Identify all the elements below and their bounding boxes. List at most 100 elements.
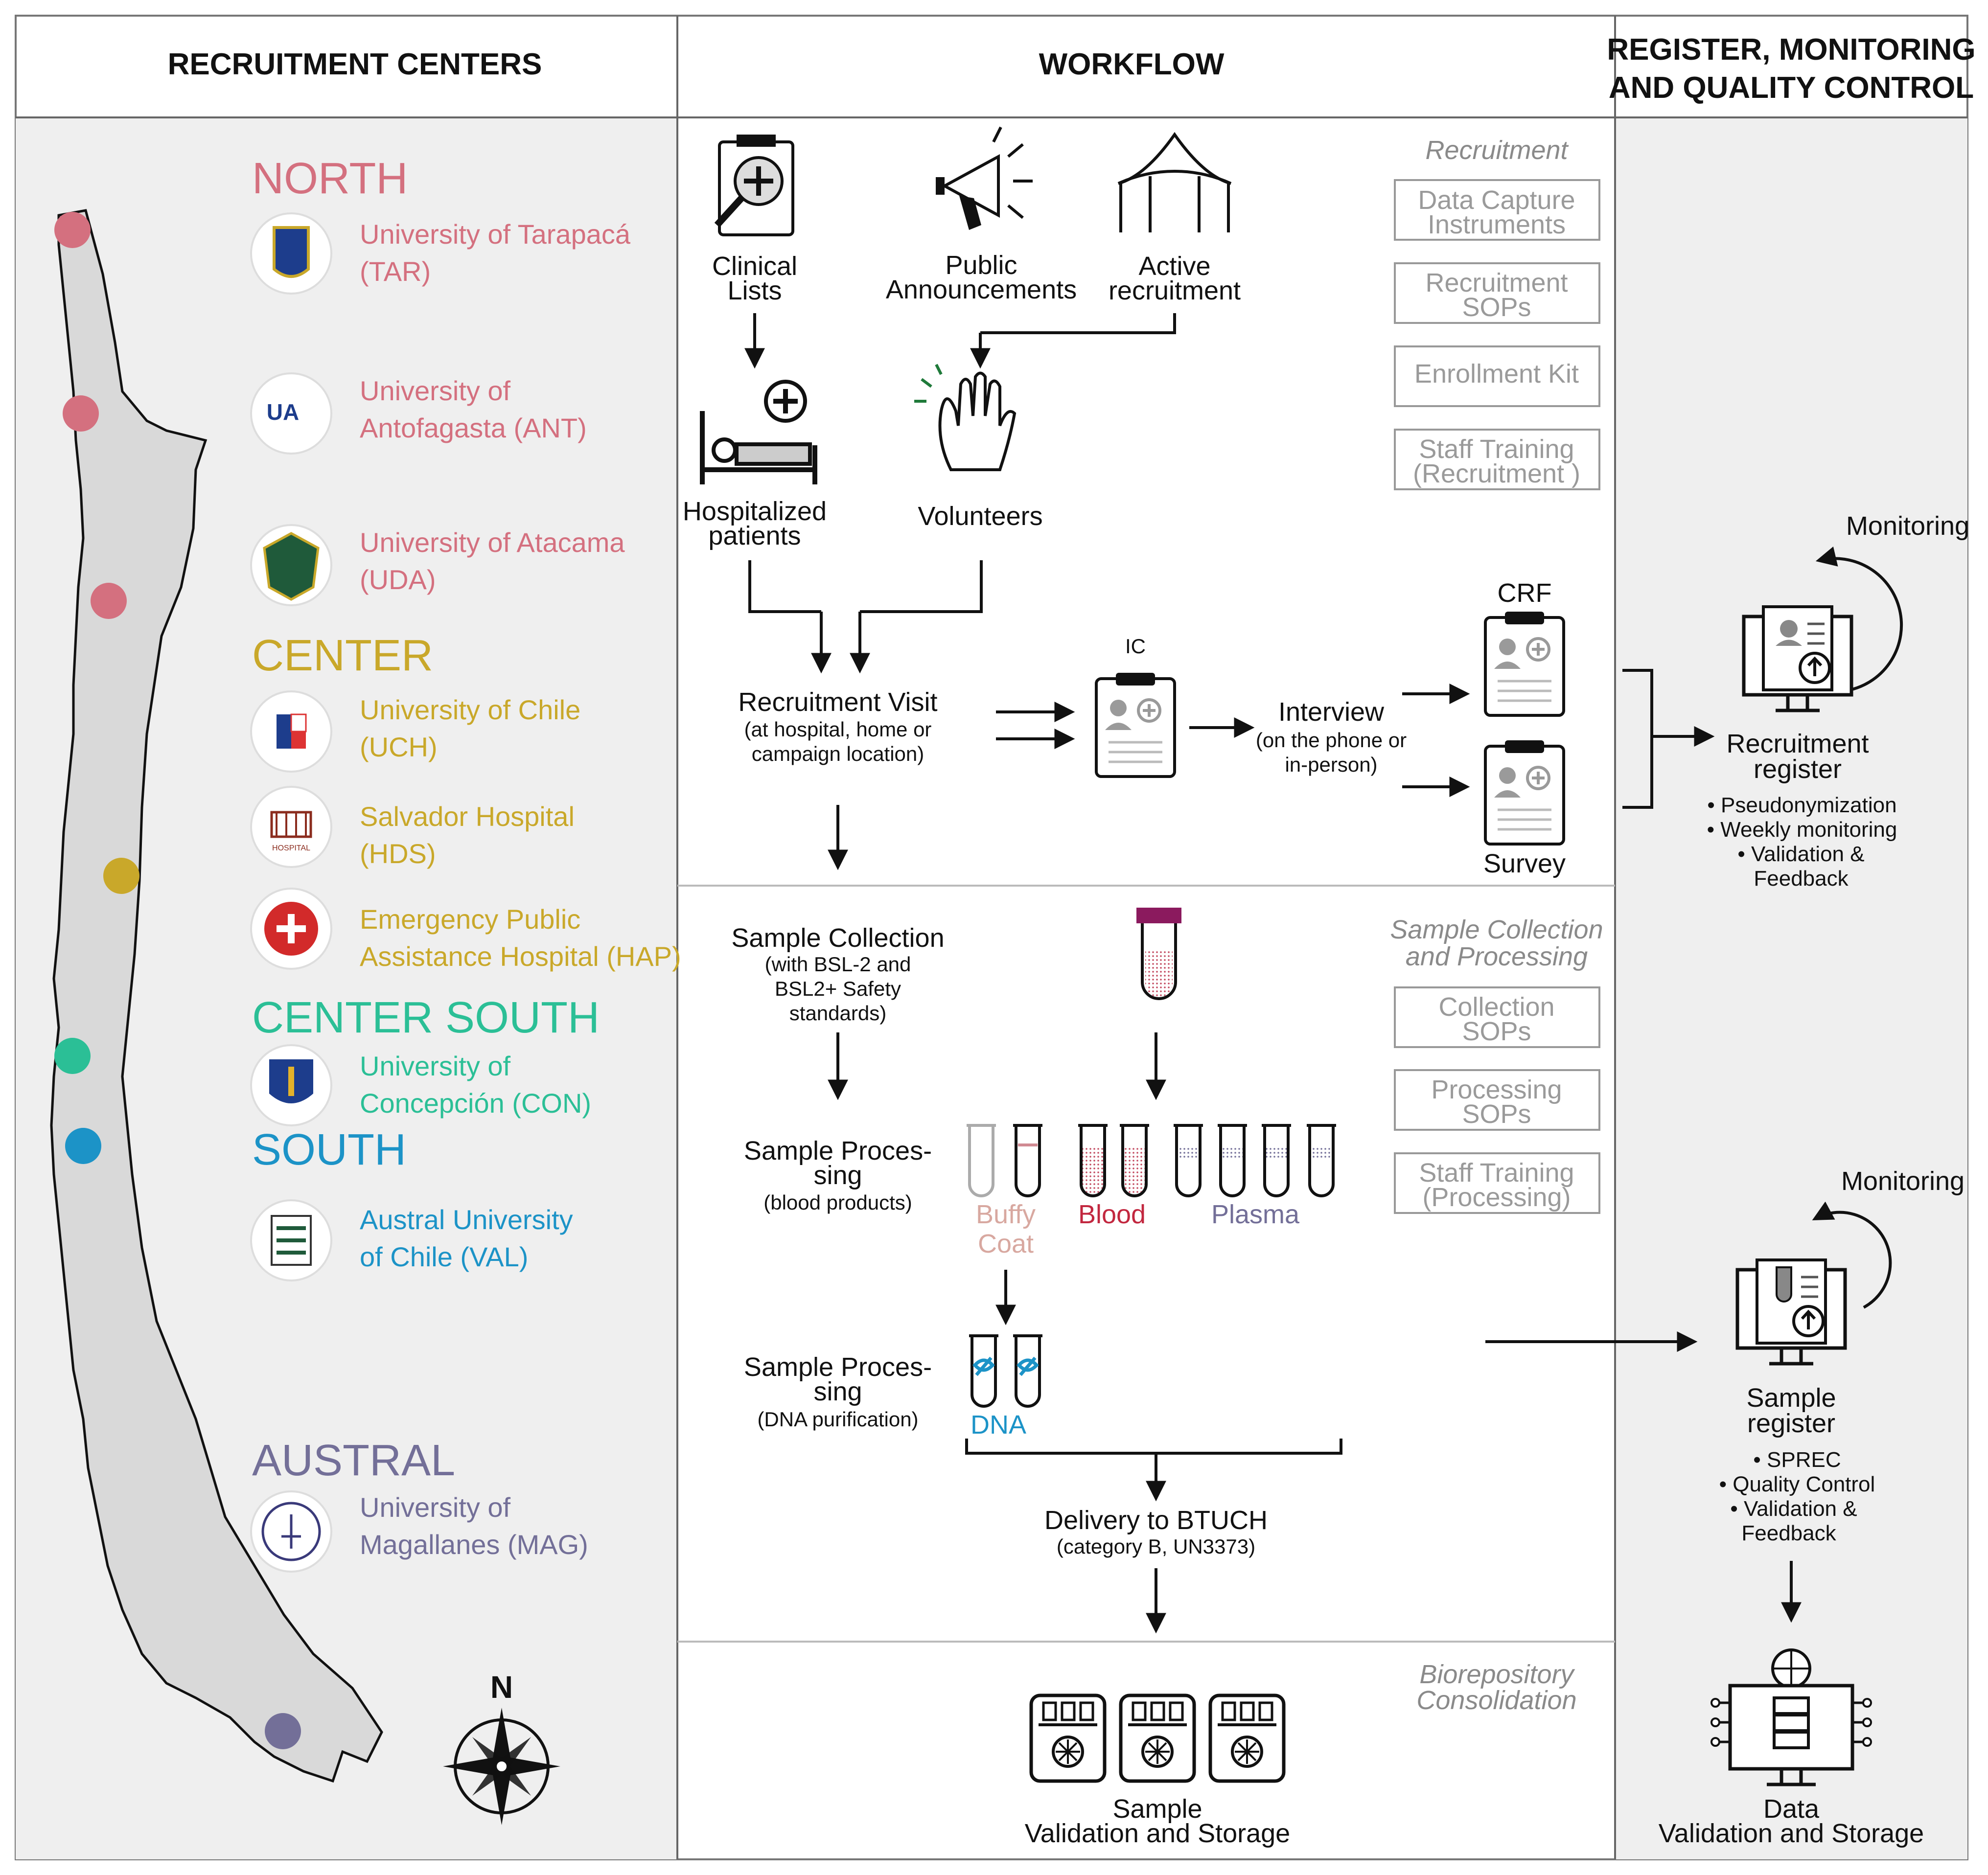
chile-map — [50, 209, 383, 1783]
header-recruitment-centers: RECRUITMENT CENTERS — [168, 47, 542, 81]
sample-register-monitor-icon — [1735, 1258, 1847, 1366]
logo-mag — [250, 1490, 332, 1573]
svg-text:Staff Training: Staff Training — [1419, 434, 1574, 464]
dna-label: DNA — [971, 1410, 1026, 1440]
section-collection-line1: Sample Collection — [1390, 915, 1603, 944]
svg-text:(Recruitment ): (Recruitment ) — [1413, 459, 1580, 488]
svg-text:SOPs: SOPs — [1462, 1099, 1531, 1129]
processing-blood-line1: Sample Proces- — [744, 1136, 932, 1166]
map-marker-uda — [91, 583, 127, 619]
section-recruitment: Recruitment — [1425, 136, 1569, 165]
svg-text:Recruitment: Recruitment — [1425, 268, 1568, 297]
center-hap-line1: Emergency Public — [360, 904, 580, 935]
sample-storage-line1: Sample — [1112, 1794, 1202, 1824]
section-biorepo-line1: Biorepository — [1419, 1660, 1575, 1689]
compass-north-letter: N — [490, 1669, 513, 1705]
sample-collection-sub2: BSL2+ Safety — [775, 977, 901, 1000]
section-collection-line2: and Processing — [1406, 942, 1588, 971]
map-marker-mag — [265, 1713, 301, 1749]
hospitalized-line1: Hospitalized — [683, 497, 827, 526]
clinical-lists-icon — [714, 135, 794, 236]
svg-text:SOPs: SOPs — [1462, 293, 1531, 322]
hospitalized-line2: patients — [708, 521, 801, 550]
delivery-sub: (category B, UN3373) — [1057, 1535, 1255, 1558]
center-hds-line2: (HDS) — [360, 838, 436, 869]
interview-sub1: (on the phone or — [1256, 729, 1407, 752]
active-recruitment-line2: recruitment — [1109, 276, 1241, 305]
survey-label: Survey — [1483, 849, 1566, 878]
logo-ant-text: UA — [267, 399, 299, 425]
center-tar-line2: (TAR) — [360, 256, 431, 287]
hospital-bed-icon — [700, 380, 817, 484]
sop-processing: Processing SOPs — [1394, 1069, 1600, 1131]
delivery-title: Delivery to BTUCH — [1044, 1506, 1268, 1535]
sample-register-line2: register — [1747, 1409, 1835, 1438]
sample-bullet-3: • Validation & — [1730, 1497, 1857, 1521]
region-south: SOUTH — [252, 1125, 406, 1174]
processing-dna-line1: Sample Proces- — [744, 1352, 932, 1382]
logo-uda — [250, 524, 332, 606]
center-ant-line1: University of — [360, 375, 511, 406]
map-marker-val — [65, 1128, 101, 1164]
center-uda-line1: University of Atacama — [360, 527, 625, 558]
recruitment-register-line2: register — [1754, 755, 1842, 784]
recruitment-bullet-1: • Pseudonymization — [1707, 793, 1896, 817]
center-val-line1: Austral University — [360, 1204, 573, 1235]
interview-title: Interview — [1278, 697, 1385, 727]
sample-bullet-2: • Quality Control — [1719, 1472, 1875, 1496]
svg-text:Instruments: Instruments — [1428, 210, 1566, 239]
center-mag-line2: Magallanes (MAG) — [360, 1529, 588, 1560]
sop-data-capture: Data Capture Instruments — [1394, 179, 1600, 241]
clinical-lists-line1: Clinical — [712, 252, 797, 281]
header-register-line1: REGISTER, MONITORING — [1607, 33, 1975, 67]
processing-dna-line2: sing — [813, 1377, 862, 1406]
center-con-line2: Concepción (CON) — [360, 1088, 591, 1119]
megaphone-icon — [936, 126, 1033, 230]
plasma-label: Plasma — [1211, 1200, 1300, 1229]
center-uch-line2: (UCH) — [360, 732, 438, 762]
region-austral: AUSTRAL — [252, 1436, 455, 1485]
public-announcements-line2: Announcements — [886, 275, 1077, 304]
center-hds-line1: Salvador Hospital — [360, 801, 575, 832]
logo-hds: HOSPITAL — [250, 786, 332, 868]
logo-ant: UA — [250, 372, 332, 455]
region-north: NORTH — [252, 154, 408, 203]
sample-collection-sub1: (with BSL-2 and — [765, 953, 911, 976]
region-center-south: CENTER SOUTH — [252, 993, 600, 1042]
map-marker-ant — [63, 395, 99, 432]
ic-clipboard-icon — [1096, 673, 1175, 777]
svg-text:(Processing): (Processing) — [1422, 1183, 1571, 1212]
sop-staff-training-processing: Staff Training (Processing) — [1394, 1152, 1600, 1214]
sample-storage-line2: Validation and Storage — [1025, 1819, 1290, 1848]
section-biorepo-line2: Consolidation — [1416, 1686, 1576, 1715]
logo-hap — [250, 888, 332, 970]
raised-hands-icon — [914, 364, 1017, 471]
recruitment-visit-sub2: campaign location) — [752, 742, 925, 765]
sop-recruitment: Recruitment SOPs — [1394, 262, 1600, 324]
svg-text:Collection: Collection — [1438, 992, 1554, 1022]
recruitment-bullet-2: • Weekly monitoring — [1707, 818, 1897, 842]
interview-sub2: in-person) — [1285, 753, 1377, 776]
center-uch-line1: University of Chile — [360, 694, 580, 725]
sample-bullet-1: • SPREC — [1753, 1448, 1841, 1472]
ic-label: IC — [1125, 635, 1146, 658]
processing-blood-sub: (blood products) — [763, 1191, 912, 1214]
sample-register-line1: Sample — [1746, 1383, 1836, 1413]
dna-tubes — [969, 1336, 1042, 1406]
region-center: CENTER — [252, 631, 433, 680]
blood-collection-tube-icon — [1136, 908, 1181, 1000]
crf-label: CRF — [1498, 578, 1552, 608]
center-uda-line2: (UDA) — [360, 564, 436, 595]
logo-uch — [250, 690, 332, 773]
logo-con — [250, 1044, 332, 1126]
tent-icon — [1117, 132, 1232, 232]
monitoring-label-1: Monitoring — [1846, 511, 1969, 541]
sop-staff-training-recruitment: Staff Training (Recruitment ) — [1394, 429, 1600, 490]
blood-label: Blood — [1078, 1200, 1146, 1229]
map-marker-con — [54, 1038, 91, 1074]
data-storage-line2: Validation and Storage — [1659, 1819, 1924, 1848]
clinical-lists-line2: Lists — [727, 276, 782, 305]
center-mag-line1: University of — [360, 1492, 511, 1523]
